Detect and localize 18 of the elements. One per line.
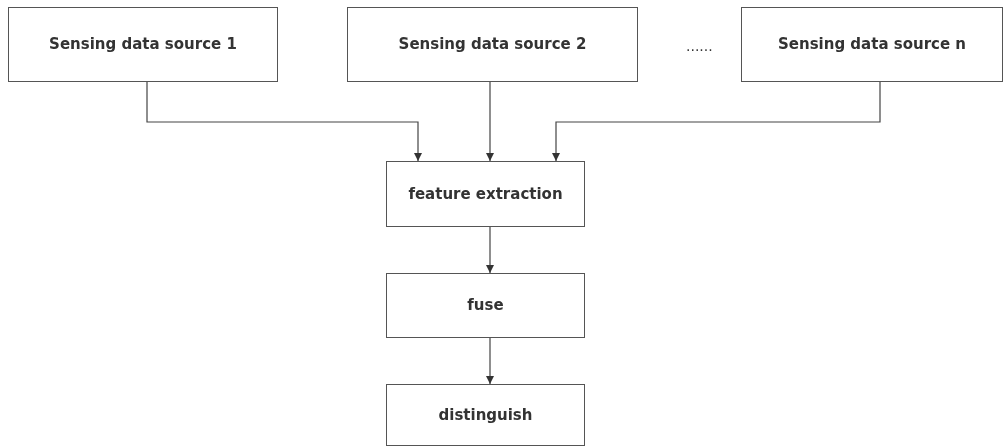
process-box: [8, 7, 278, 82]
connector-arrow: [552, 81, 881, 162]
box-label: Sensing data source 2: [398, 34, 587, 56]
connector-arrow: [486, 337, 494, 385]
process-box: [386, 161, 585, 227]
process-box: [386, 273, 585, 338]
box-label: feature extraction: [408, 183, 563, 205]
box-label: fuse: [467, 295, 504, 317]
process-box: [741, 7, 1003, 82]
box-label: distinguish: [438, 404, 533, 426]
connector-arrow: [146, 81, 422, 162]
process-box: [347, 7, 638, 82]
connector-arrow: [486, 81, 494, 162]
connector-arrow: [486, 226, 494, 274]
ellipsis-label: ......: [686, 37, 713, 56]
process-box: [386, 384, 585, 446]
box-label: Sensing data source 1: [49, 34, 237, 56]
box-label: Sensing data source n: [778, 34, 966, 56]
